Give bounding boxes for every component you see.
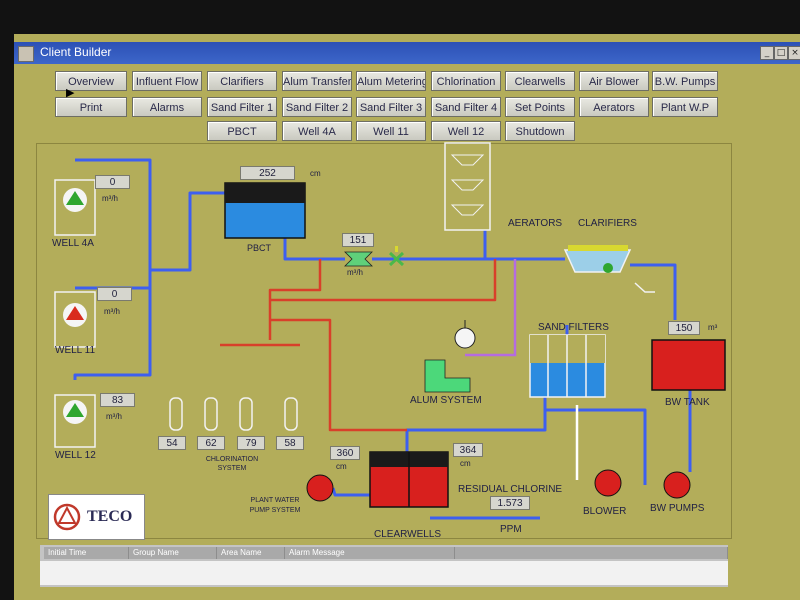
nav-plant-wp-button[interactable]: Plant W.P — [652, 97, 718, 117]
plant-water-label-line2: PUMP SYSTEM — [249, 507, 301, 514]
alum-system-label: ALUM SYSTEM — [410, 395, 482, 406]
column-filler — [455, 547, 728, 559]
nav-aerators-button[interactable]: Aerators — [579, 97, 649, 117]
residual-chlorine-label: RESIDUAL CHLORINE — [458, 484, 563, 495]
minimize-button[interactable]: _ — [760, 46, 774, 60]
chlorination-label-line1: CHLORINATION — [205, 456, 259, 463]
nav-pbct-button[interactable]: PBCT — [207, 121, 277, 141]
well-12-flow-value: 83 — [100, 393, 135, 407]
clearwell-left-level-value: 360 — [330, 446, 360, 460]
process-mimic-panel — [36, 143, 732, 539]
chlorine-cylinder-3-value: 79 — [237, 436, 265, 450]
chlorine-cylinder-1-value: 54 — [158, 436, 186, 450]
well-11-label: WELL 11 — [55, 345, 96, 356]
well-4a-label: WELL 4A — [52, 238, 94, 249]
app-icon — [18, 46, 34, 62]
nav-clarifiers-button[interactable]: Clarifiers — [207, 71, 277, 91]
well-11-flow-value: 0 — [97, 287, 132, 301]
chlorine-cylinder-2-value: 62 — [197, 436, 225, 450]
well-4a-unit: m³/h — [102, 194, 118, 203]
sand-filters-label: SAND FILTERS — [538, 322, 609, 333]
alarm-table-header: Initial Time Group Name Area Name Alarm … — [40, 547, 728, 559]
nav-sand-filter-1-button[interactable]: Sand Filter 1 — [207, 97, 277, 117]
bw-tank-level-unit: m³ — [708, 323, 718, 332]
nav-overview-button[interactable]: Overview — [55, 71, 127, 91]
nav-print-button[interactable]: Print — [55, 97, 127, 117]
window-title: Client Builder — [40, 45, 112, 59]
plant-water-label-line1: PLANT WATER — [250, 497, 300, 504]
teco-logo: TECO — [48, 494, 145, 540]
clarifiers-label: CLARIFIERS — [578, 218, 637, 229]
column-initial-time[interactable]: Initial Time — [44, 547, 129, 559]
column-group-name[interactable]: Group Name — [129, 547, 217, 559]
nav-well-4a-button[interactable]: Well 4A — [282, 121, 352, 141]
nav-shutdown-button[interactable]: Shutdown — [505, 121, 575, 141]
blower-label: BLOWER — [583, 506, 627, 517]
nav-well-12-button[interactable]: Well 12 — [431, 121, 501, 141]
bw-tank-label: BW TANK — [665, 397, 710, 408]
nav-sand-filter-3-button[interactable]: Sand Filter 3 — [356, 97, 426, 117]
nav-alum-metering-button[interactable]: Alum Metering — [356, 71, 426, 91]
maximize-button[interactable]: □ — [774, 46, 788, 60]
residual-chlorine-value: 1.573 — [490, 496, 530, 510]
well-4a-flow-value: 0 — [95, 175, 130, 189]
nav-set-points-button[interactable]: Set Points — [505, 97, 575, 117]
clearwell-right-level-value: 364 — [453, 443, 483, 457]
close-button[interactable]: × — [788, 46, 800, 60]
well-11-unit: m³/h — [104, 307, 120, 316]
nav-sand-filter-4-button[interactable]: Sand Filter 4 — [431, 97, 501, 117]
bw-tank-level-value: 150 — [668, 321, 700, 335]
nav-clearwells-button[interactable]: Clearwells — [505, 71, 575, 91]
clearwells-label: CLEARWELLS — [374, 529, 442, 540]
nav-bw-pumps-button[interactable]: B.W. Pumps — [652, 71, 718, 91]
flow-meter-value: 151 — [342, 233, 374, 247]
pbct-level-value: 252 — [240, 166, 295, 180]
nav-air-blower-button[interactable]: Air Blower — [579, 71, 649, 91]
chlorination-label-line2: SYSTEM — [217, 465, 247, 472]
teco-logo-icon — [53, 503, 81, 531]
nav-alarms-button[interactable]: Alarms — [132, 97, 202, 117]
clearwell-left-unit: cm — [336, 462, 347, 471]
nav-sand-filter-2-button[interactable]: Sand Filter 2 — [282, 97, 352, 117]
alarm-table[interactable]: Initial Time Group Name Area Name Alarm … — [40, 545, 728, 587]
alarm-table-body[interactable] — [40, 561, 728, 585]
nav-influent-flow-button[interactable]: Influent Flow — [132, 71, 202, 91]
residual-chlorine-unit: PPM — [500, 524, 522, 535]
bw-pumps-label: BW PUMPS — [650, 503, 705, 514]
aerators-label: AERATORS — [508, 218, 563, 229]
clearwell-right-unit: cm — [460, 459, 471, 468]
well-12-unit: m³/h — [106, 412, 122, 421]
flow-meter-unit: m³/h — [347, 268, 363, 277]
title-bar — [14, 42, 800, 64]
pbct-level-unit: cm — [310, 169, 321, 178]
column-area-name[interactable]: Area Name — [217, 547, 285, 559]
nav-chlorination-button[interactable]: Chlorination — [431, 71, 501, 91]
chlorine-cylinder-4-value: 58 — [276, 436, 304, 450]
well-12-label: WELL 12 — [55, 450, 96, 461]
logo-text: TECO — [87, 508, 133, 525]
pbct-label: PBCT — [247, 243, 272, 253]
nav-well-11-button[interactable]: Well 11 — [356, 121, 426, 141]
nav-alum-transfer-button[interactable]: Alum Transfer — [282, 71, 352, 91]
mouse-cursor-icon: ▶ — [66, 87, 75, 99]
column-alarm-message[interactable]: Alarm Message — [285, 547, 455, 559]
